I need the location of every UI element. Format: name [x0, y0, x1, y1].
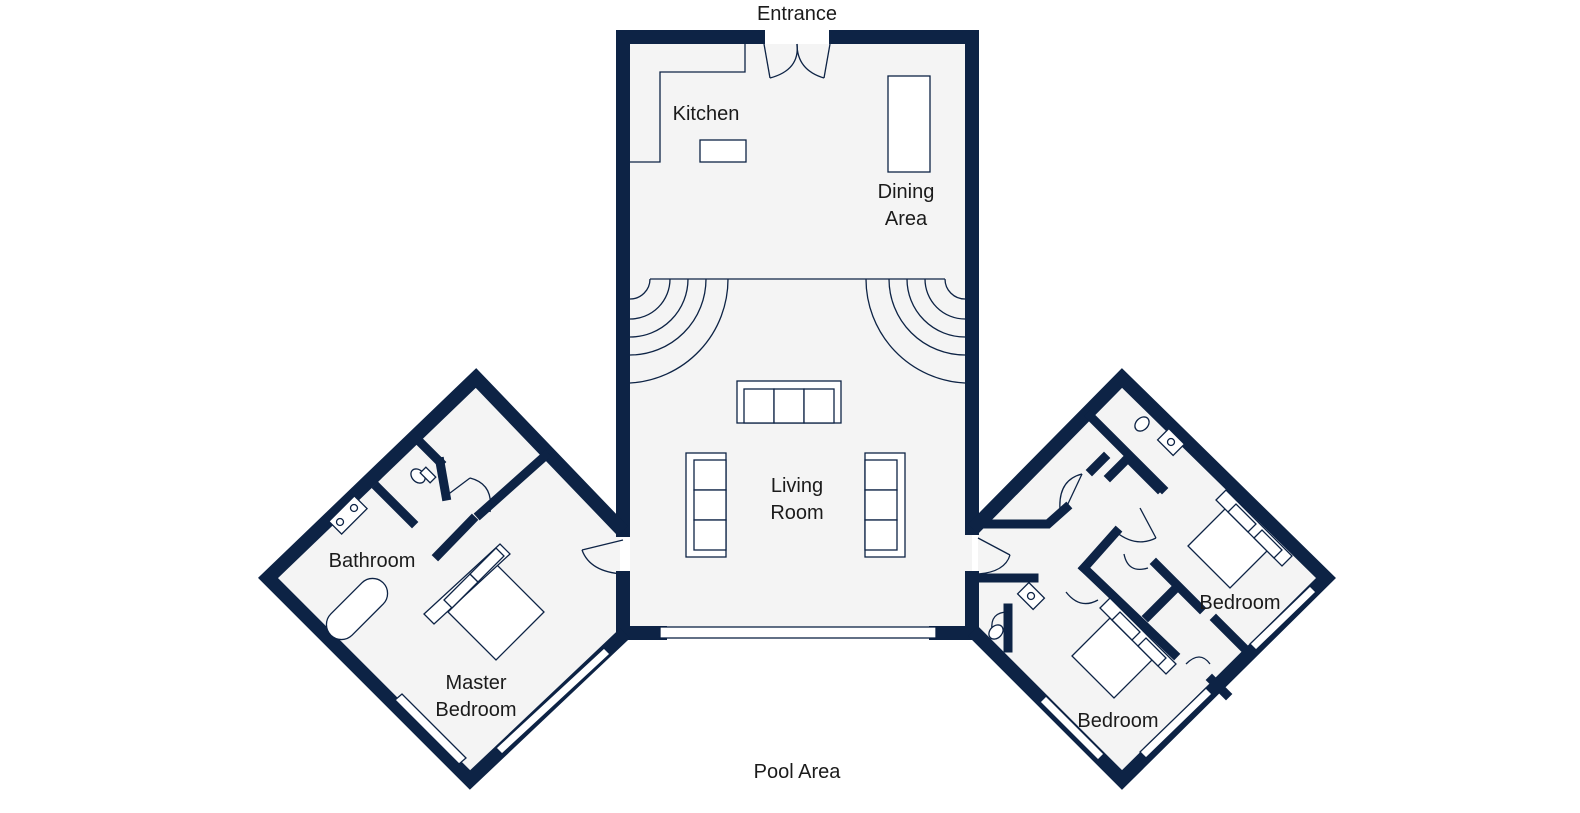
label-master-line2: Bedroom	[435, 699, 516, 721]
lower-toilet	[988, 624, 1004, 640]
label-bedroom-upper: Bedroom	[1199, 592, 1280, 614]
bedroom-doors[interactable]	[991, 473, 1211, 665]
label-dining-line1: Dining	[878, 181, 935, 203]
master-toilet	[410, 466, 437, 484]
master-bath-door[interactable]	[445, 477, 492, 513]
lower-bed	[1071, 597, 1177, 699]
upper-toilet	[1134, 416, 1150, 432]
steps-left	[629, 278, 729, 384]
steps-right	[865, 278, 966, 384]
bedroom-windows	[1039, 585, 1317, 761]
label-pool-area: Pool Area	[754, 761, 842, 783]
label-entrance: Entrance	[757, 3, 837, 25]
upper-bed	[1187, 489, 1293, 589]
master-bed	[423, 543, 545, 661]
upper-sink	[1156, 427, 1186, 457]
kitchen-island	[699, 139, 747, 163]
central-walls	[616, 30, 979, 640]
door-living-to-master[interactable]	[581, 539, 624, 575]
master-sink	[327, 494, 369, 536]
master-wing-floor	[278, 378, 620, 780]
label-bathroom: Bathroom	[329, 550, 416, 572]
label-bedroom-lower: Bedroom	[1077, 710, 1158, 732]
label-kitchen: Kitchen	[673, 103, 740, 125]
label-living-line1: Living	[771, 475, 823, 497]
sofa-left	[685, 452, 727, 558]
entrance-doors[interactable]	[763, 43, 831, 79]
sofa-right	[864, 452, 906, 558]
living-room-window	[659, 626, 937, 639]
bedroom-wing-floor	[978, 378, 1322, 780]
master-windows	[394, 647, 611, 765]
bedroom-interior-walls	[973, 409, 1253, 701]
kitchen-counter	[630, 44, 746, 163]
dining-table	[887, 75, 931, 173]
sofa-top	[736, 380, 842, 424]
lower-sink	[1016, 581, 1046, 611]
label-living-line2: Room	[770, 502, 823, 524]
label-dining-line2: Area	[885, 208, 928, 230]
label-master-line1: Master	[445, 672, 506, 694]
master-bathtub	[325, 577, 389, 641]
